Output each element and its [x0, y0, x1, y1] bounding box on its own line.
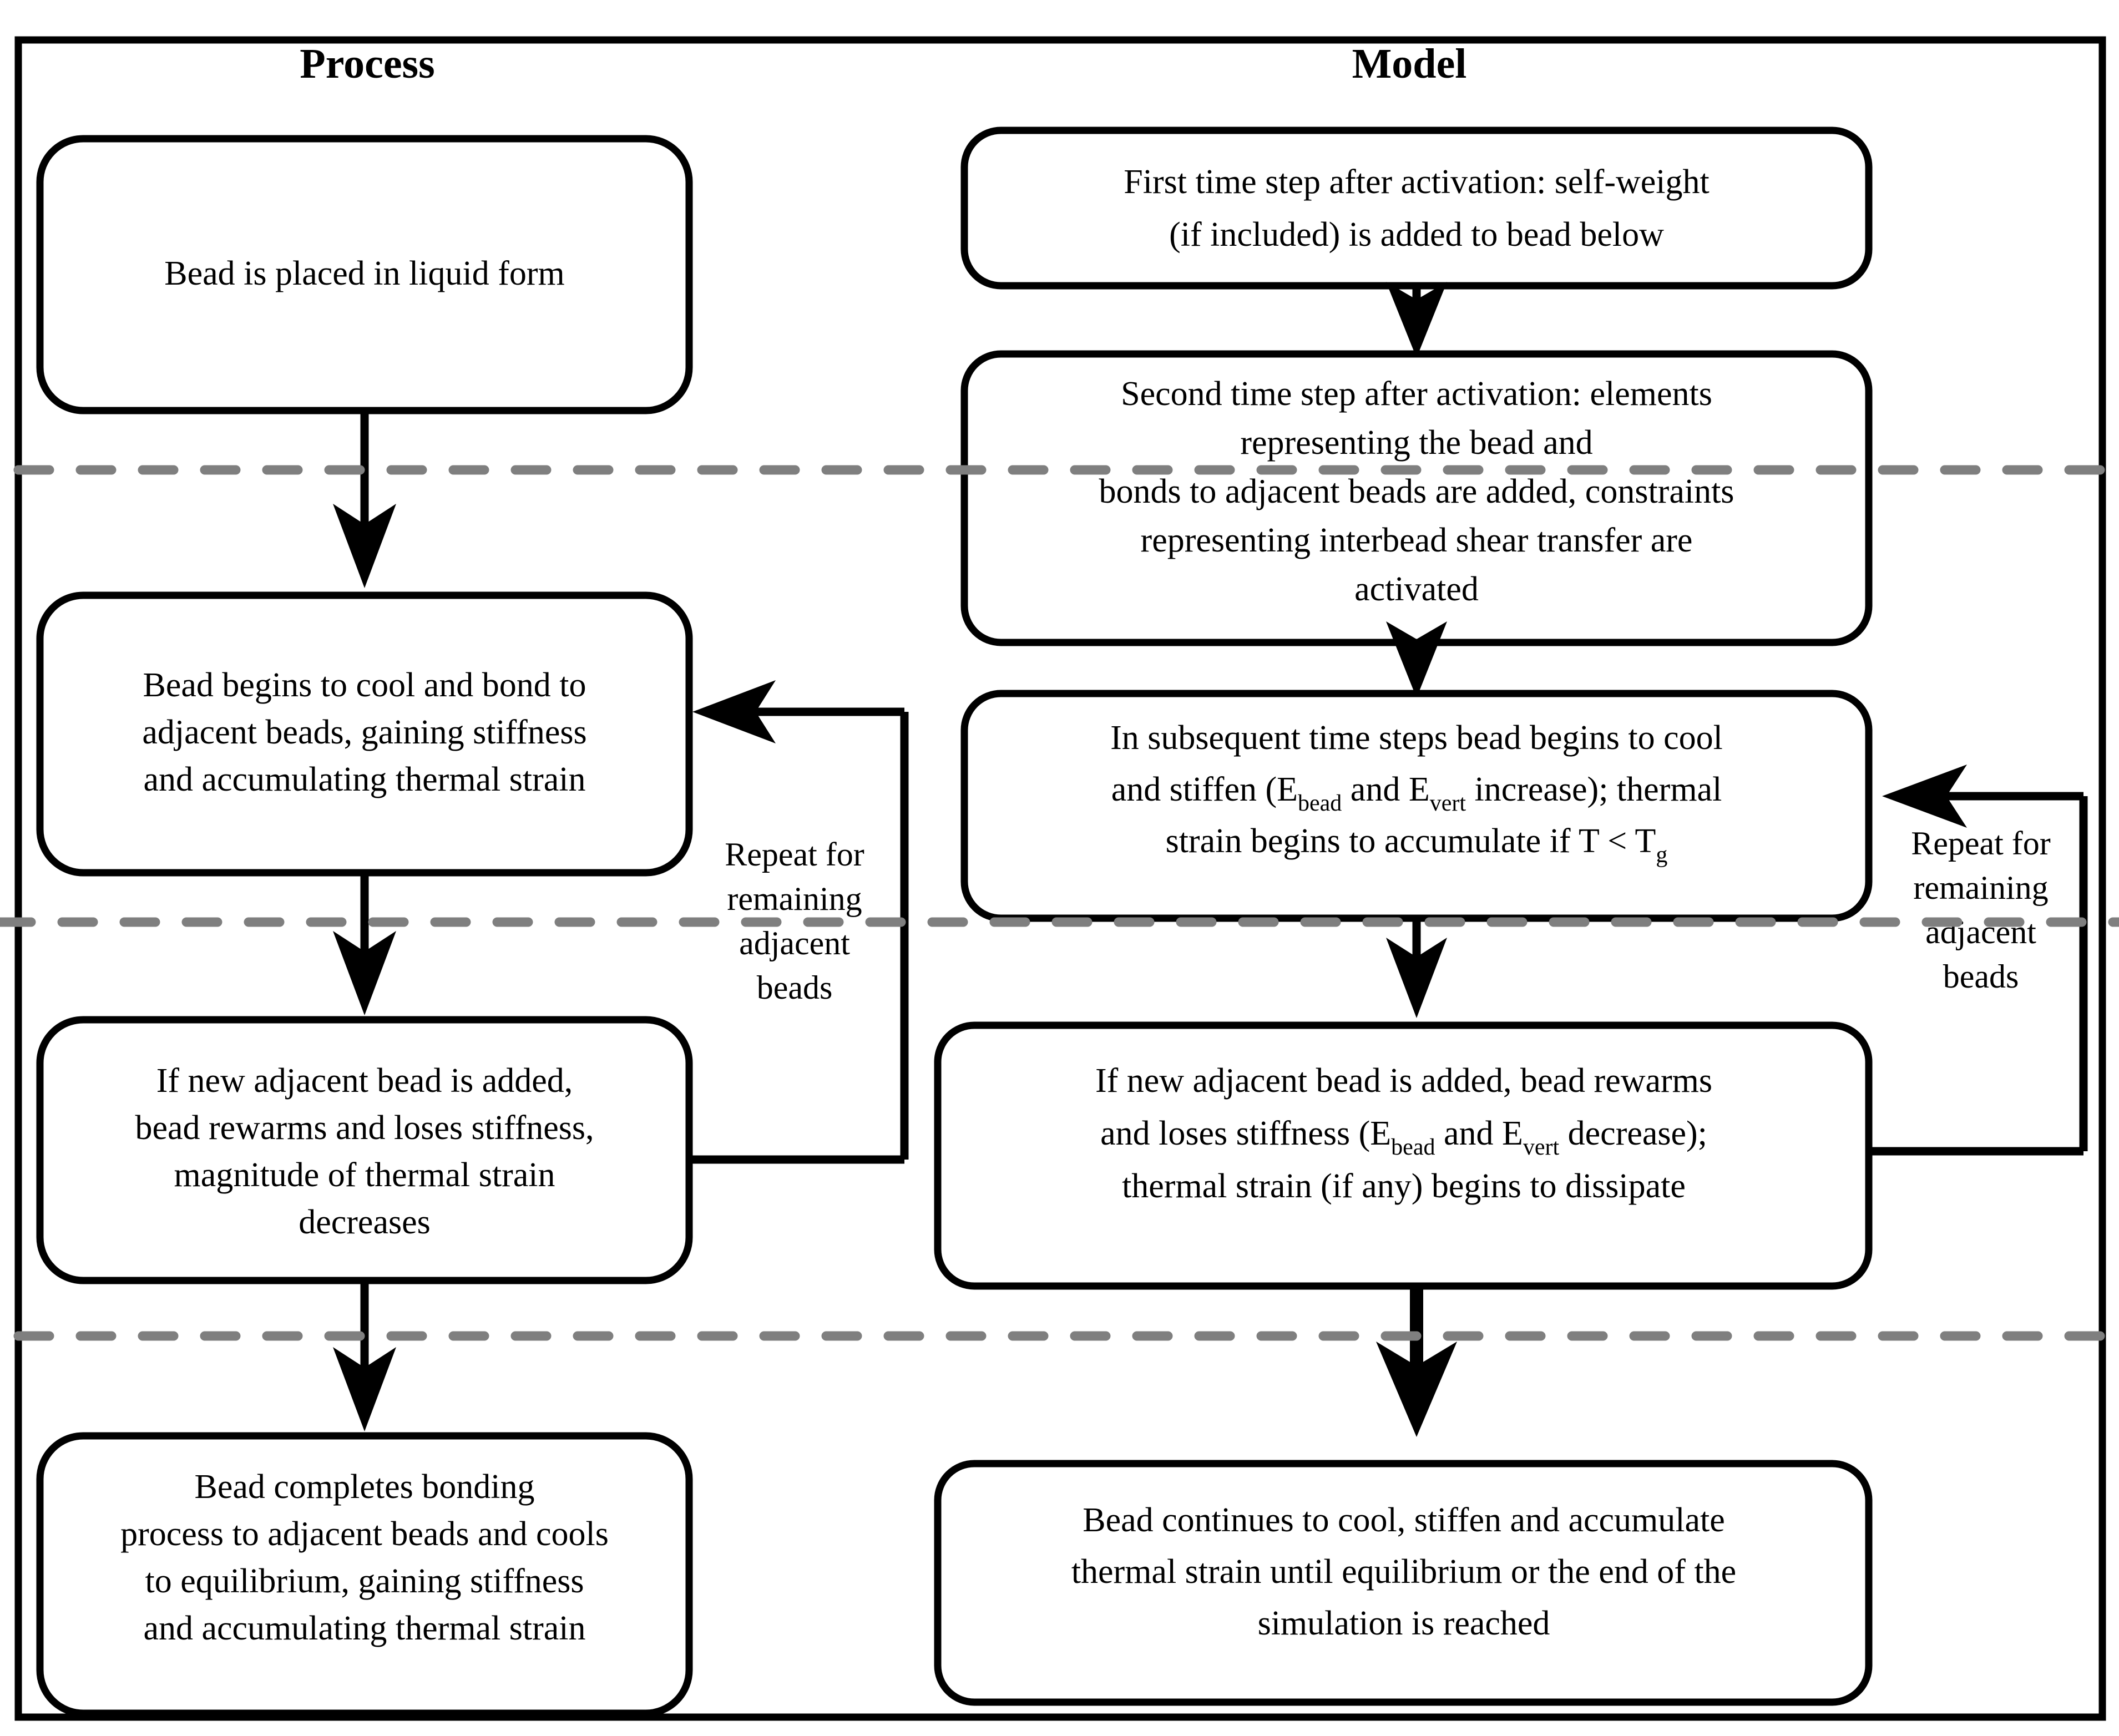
arrow-m4-to-m5: [1376, 1286, 1457, 1437]
model-node-m5[interactable]: [934, 1460, 1873, 1706]
process-loop-label-line-2: adjacent: [739, 925, 850, 961]
process-node-p3[interactable]: [36, 1016, 693, 1284]
arrow-p1-to-p2: [333, 411, 396, 588]
model-feedback-loop: [1869, 765, 2088, 1156]
diagram-outer-frame: [14, 36, 2106, 1721]
arrow-m3-to-m4: [1386, 918, 1447, 1018]
model-node-m2-line-3: representing interbead shear transfer ar…: [1141, 522, 1693, 559]
process-node-p4[interactable]: [36, 1432, 693, 1717]
process-loop-label-line-0: Repeat for: [725, 836, 864, 873]
model-node-m4[interactable]: [934, 1021, 1873, 1290]
process-node-p4-line-3: and accumulating thermal strain: [143, 1610, 585, 1647]
process-node-p4-line-0: Bead completes bonding: [195, 1468, 535, 1506]
model-node-m4-line-0: If new adjacent bead is added, bead rewa…: [1095, 1062, 1712, 1100]
model-node-m3-line-0: In subsequent time steps bead begins to …: [1110, 719, 1723, 757]
process-node-p2-line-0: Bead begins to cool and bond to: [143, 666, 586, 704]
process-loop-label-line-1: remaining: [727, 880, 862, 917]
arrow-m2-to-m3: [1386, 621, 1447, 698]
model-node-m5-line-1: thermal strain until equilibrium or the …: [1071, 1553, 1736, 1591]
arrow-p3-to-p4: [333, 1281, 396, 1431]
process-node-p1-line-0: Bead is placed in liquid form: [164, 255, 564, 292]
model-node-m2-line-0: Second time step after activation: eleme…: [1121, 375, 1712, 413]
model-loop-label-line-1: remaining: [1913, 869, 2048, 906]
process-node-p4-line-1: process to adjacent beads and cools: [120, 1515, 609, 1553]
model-loop-label-line-0: Repeat for: [1911, 825, 2051, 862]
model-node-m5-line-2: simulation is reached: [1258, 1605, 1550, 1642]
column-title-process: Process: [300, 41, 434, 87]
arrow-m1-to-m2: [1386, 282, 1447, 358]
model-node-m2-line-4: activated: [1354, 570, 1479, 608]
process-loop-label-line-3: beads: [757, 969, 833, 1006]
model-node-m4-line-2: thermal strain (if any) begins to dissip…: [1122, 1167, 1686, 1205]
model-node-m1-line-1: (if included) is added to bead below: [1169, 216, 1664, 254]
process-node-p4-line-2: to equilibrium, gaining stiffness: [145, 1562, 584, 1600]
arrow-p2-to-p3: [333, 873, 396, 1015]
model-node-m1-line-0: First time step after activation: self-w…: [1124, 163, 1709, 201]
model-loop-label-line-3: beads: [1943, 958, 2019, 995]
process-node-p2-line-1: adjacent beads, gaining stiffness: [142, 713, 586, 751]
process-node-p3-line-2: magnitude of thermal strain: [174, 1156, 555, 1194]
process-node-p3-line-1: bead rewarms and loses stiffness,: [135, 1109, 594, 1147]
model-node-m2-line-1: representing the bead and: [1240, 424, 1592, 462]
process-node-p3-line-3: decreases: [299, 1203, 431, 1241]
process-feedback-loop: [689, 680, 909, 1164]
model-node-m5-line-0: Bead continues to cool, stiffen and accu…: [1083, 1501, 1725, 1539]
model-node-m1[interactable]: [960, 126, 1873, 290]
column-title-model: Model: [1352, 41, 1467, 87]
process-node-p3-line-0: If new adjacent bead is added,: [156, 1062, 573, 1100]
process-node-p2-line-2: and accumulating thermal strain: [143, 761, 585, 798]
model-node-m2-line-2: bonds to adjacent beads are added, const…: [1099, 473, 1734, 510]
